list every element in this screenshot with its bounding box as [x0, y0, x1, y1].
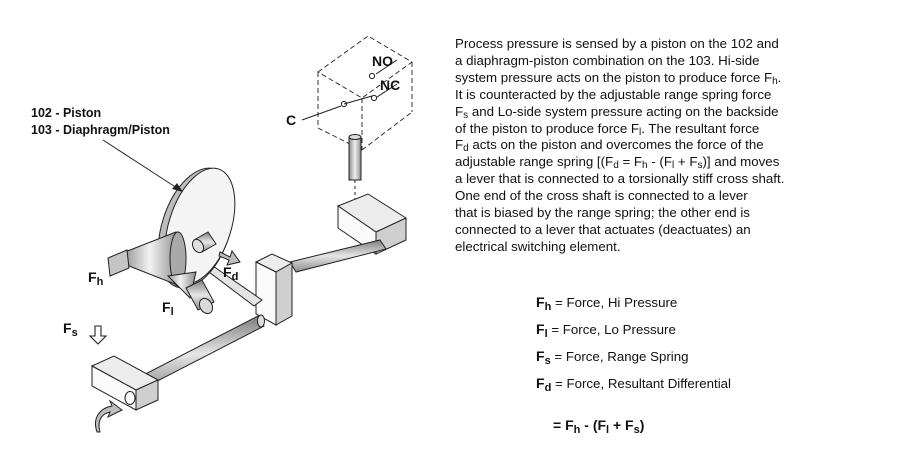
description-text: It is counteracted by the adjustable ran… — [455, 86, 772, 102]
description-line: Fs and Lo-side system pressure acting on… — [455, 104, 910, 121]
label-102-piston: 102 - Piston — [31, 106, 102, 120]
description-line: of the piston to produce force Fl. The r… — [455, 121, 910, 138]
fh-cone — [107, 231, 187, 287]
label-no: NO — [372, 53, 393, 69]
label-fd: Fd — [223, 264, 239, 283]
description-text: a diaphragm-piston combination on the 10… — [455, 52, 760, 68]
description-line: Process pressure is sensed by a piston o… — [455, 36, 910, 53]
legend-symbol: Fh — [536, 294, 552, 313]
description-text: F — [455, 103, 464, 119]
legend-symbol-main: F — [536, 348, 545, 364]
legend-symbol-sub: l — [544, 328, 548, 340]
legend-row: Fl = Force, Lo Pressure — [536, 321, 731, 348]
label-fh: Fh — [88, 269, 104, 288]
legend-row: Fh = Force, Hi Pressure — [536, 294, 731, 321]
description-paragraph: Process pressure is sensed by a piston o… — [455, 36, 910, 256]
label-leader-line — [102, 139, 181, 191]
switch-contacts — [301, 59, 398, 121]
left-lever-block — [90, 355, 160, 411]
legend-symbol-main: F — [536, 321, 545, 337]
mechanism-diagram: NO NC C 102 - Piston 103 - Diaphragm/Pis… — [0, 0, 450, 446]
actuator-rod — [348, 134, 362, 212]
legend-symbol-main: F — [536, 294, 545, 310]
legend-text: = Force, Resultant Differential — [551, 376, 732, 391]
description-text: l — [639, 126, 642, 138]
label-fl: Fl — [162, 299, 174, 318]
description-text: h — [642, 160, 648, 172]
description-line: that is biased by the range spring; the … — [455, 205, 910, 222]
description-line: electrical switching element. — [455, 239, 910, 256]
legend-row: Fs = Force, Range Spring — [536, 348, 731, 375]
label-c: C — [286, 112, 297, 128]
label-fs: Fs — [63, 320, 78, 339]
description-line: It is counteracted by the adjustable ran… — [455, 87, 910, 104]
switch-box — [317, 35, 413, 151]
legend-symbol-sub: h — [544, 301, 552, 313]
fl-cone — [166, 271, 215, 315]
equation: = Fh - (Fl + Fs) — [553, 417, 645, 436]
description-line: One end of the cross shaft is connected … — [455, 188, 910, 205]
description-text: and Lo-side system pressure acting on th… — [468, 103, 779, 119]
description-text: )] and moves — [702, 154, 780, 170]
description-text: s — [697, 160, 703, 172]
fd-arrow — [218, 249, 241, 266]
label-103-diaphragm: 103 - Diaphragm/Piston — [31, 123, 170, 137]
legend-text: = Force, Lo Pressure — [547, 322, 676, 337]
description-text: . — [777, 69, 782, 85]
description-line: connected to a lever that actuates (deac… — [455, 222, 910, 239]
legend-text: = Force, Range Spring — [550, 349, 689, 364]
description-text: d — [463, 143, 469, 155]
description-line: a diaphragm-piston combination on the 10… — [455, 53, 910, 70]
description-line: system pressure acts on the piston to pr… — [455, 70, 910, 87]
cross-shaft-upper — [289, 239, 387, 273]
mechanism-drawing — [88, 35, 413, 433]
description-text: l — [671, 160, 675, 172]
description-text: One end of the cross shaft is connected … — [455, 188, 748, 204]
legend-row: Fd = Force, Resultant Differential — [536, 375, 731, 402]
legend-symbol-sub: s — [544, 355, 551, 367]
legend-symbol: Fl — [536, 321, 548, 340]
legend-text: = Force, Hi Pressure — [551, 295, 678, 310]
description-text: s — [463, 109, 469, 121]
description-text: . The resultant force — [641, 120, 760, 136]
description-text: adjustable range spring [(F — [455, 154, 614, 170]
rotation-arrow — [95, 399, 123, 433]
description-text: = F — [618, 154, 643, 170]
central-block — [254, 253, 294, 326]
leader-arrowhead — [172, 183, 183, 192]
description-text: Process pressure is sensed by a piston o… — [455, 36, 779, 51]
description-text: acts on the piston and overcomes the for… — [468, 137, 764, 153]
description-line: a lever that is connected to a torsional… — [455, 171, 910, 188]
description-text: d — [613, 160, 619, 172]
description-text: a lever that is connected to a torsional… — [455, 171, 785, 187]
fs-arrow — [88, 325, 108, 345]
legend-symbol-sub: d — [544, 382, 552, 394]
legend-symbol-main: F — [536, 375, 545, 391]
description-text: electrical switching element. — [455, 238, 621, 254]
description-text: of the piston to produce force F — [455, 120, 640, 136]
legend-symbol: Fs — [536, 348, 551, 367]
description-text: system pressure acts on the piston to pr… — [455, 69, 773, 85]
description-text: - (F — [647, 154, 672, 170]
legend-symbol: Fd — [536, 375, 552, 394]
description-line: adjustable range spring [(Fd = Fh - (Fl … — [455, 154, 910, 171]
description-text: + F — [674, 154, 698, 170]
description-text: F — [455, 137, 464, 153]
label-nc: NC — [380, 77, 401, 93]
description-text: h — [772, 75, 778, 87]
description-text: connected to a lever that actuates (deac… — [455, 221, 751, 237]
description-text: that is biased by the range spring; the … — [455, 205, 750, 221]
description-line: Fd acts on the piston and overcomes the … — [455, 137, 910, 154]
